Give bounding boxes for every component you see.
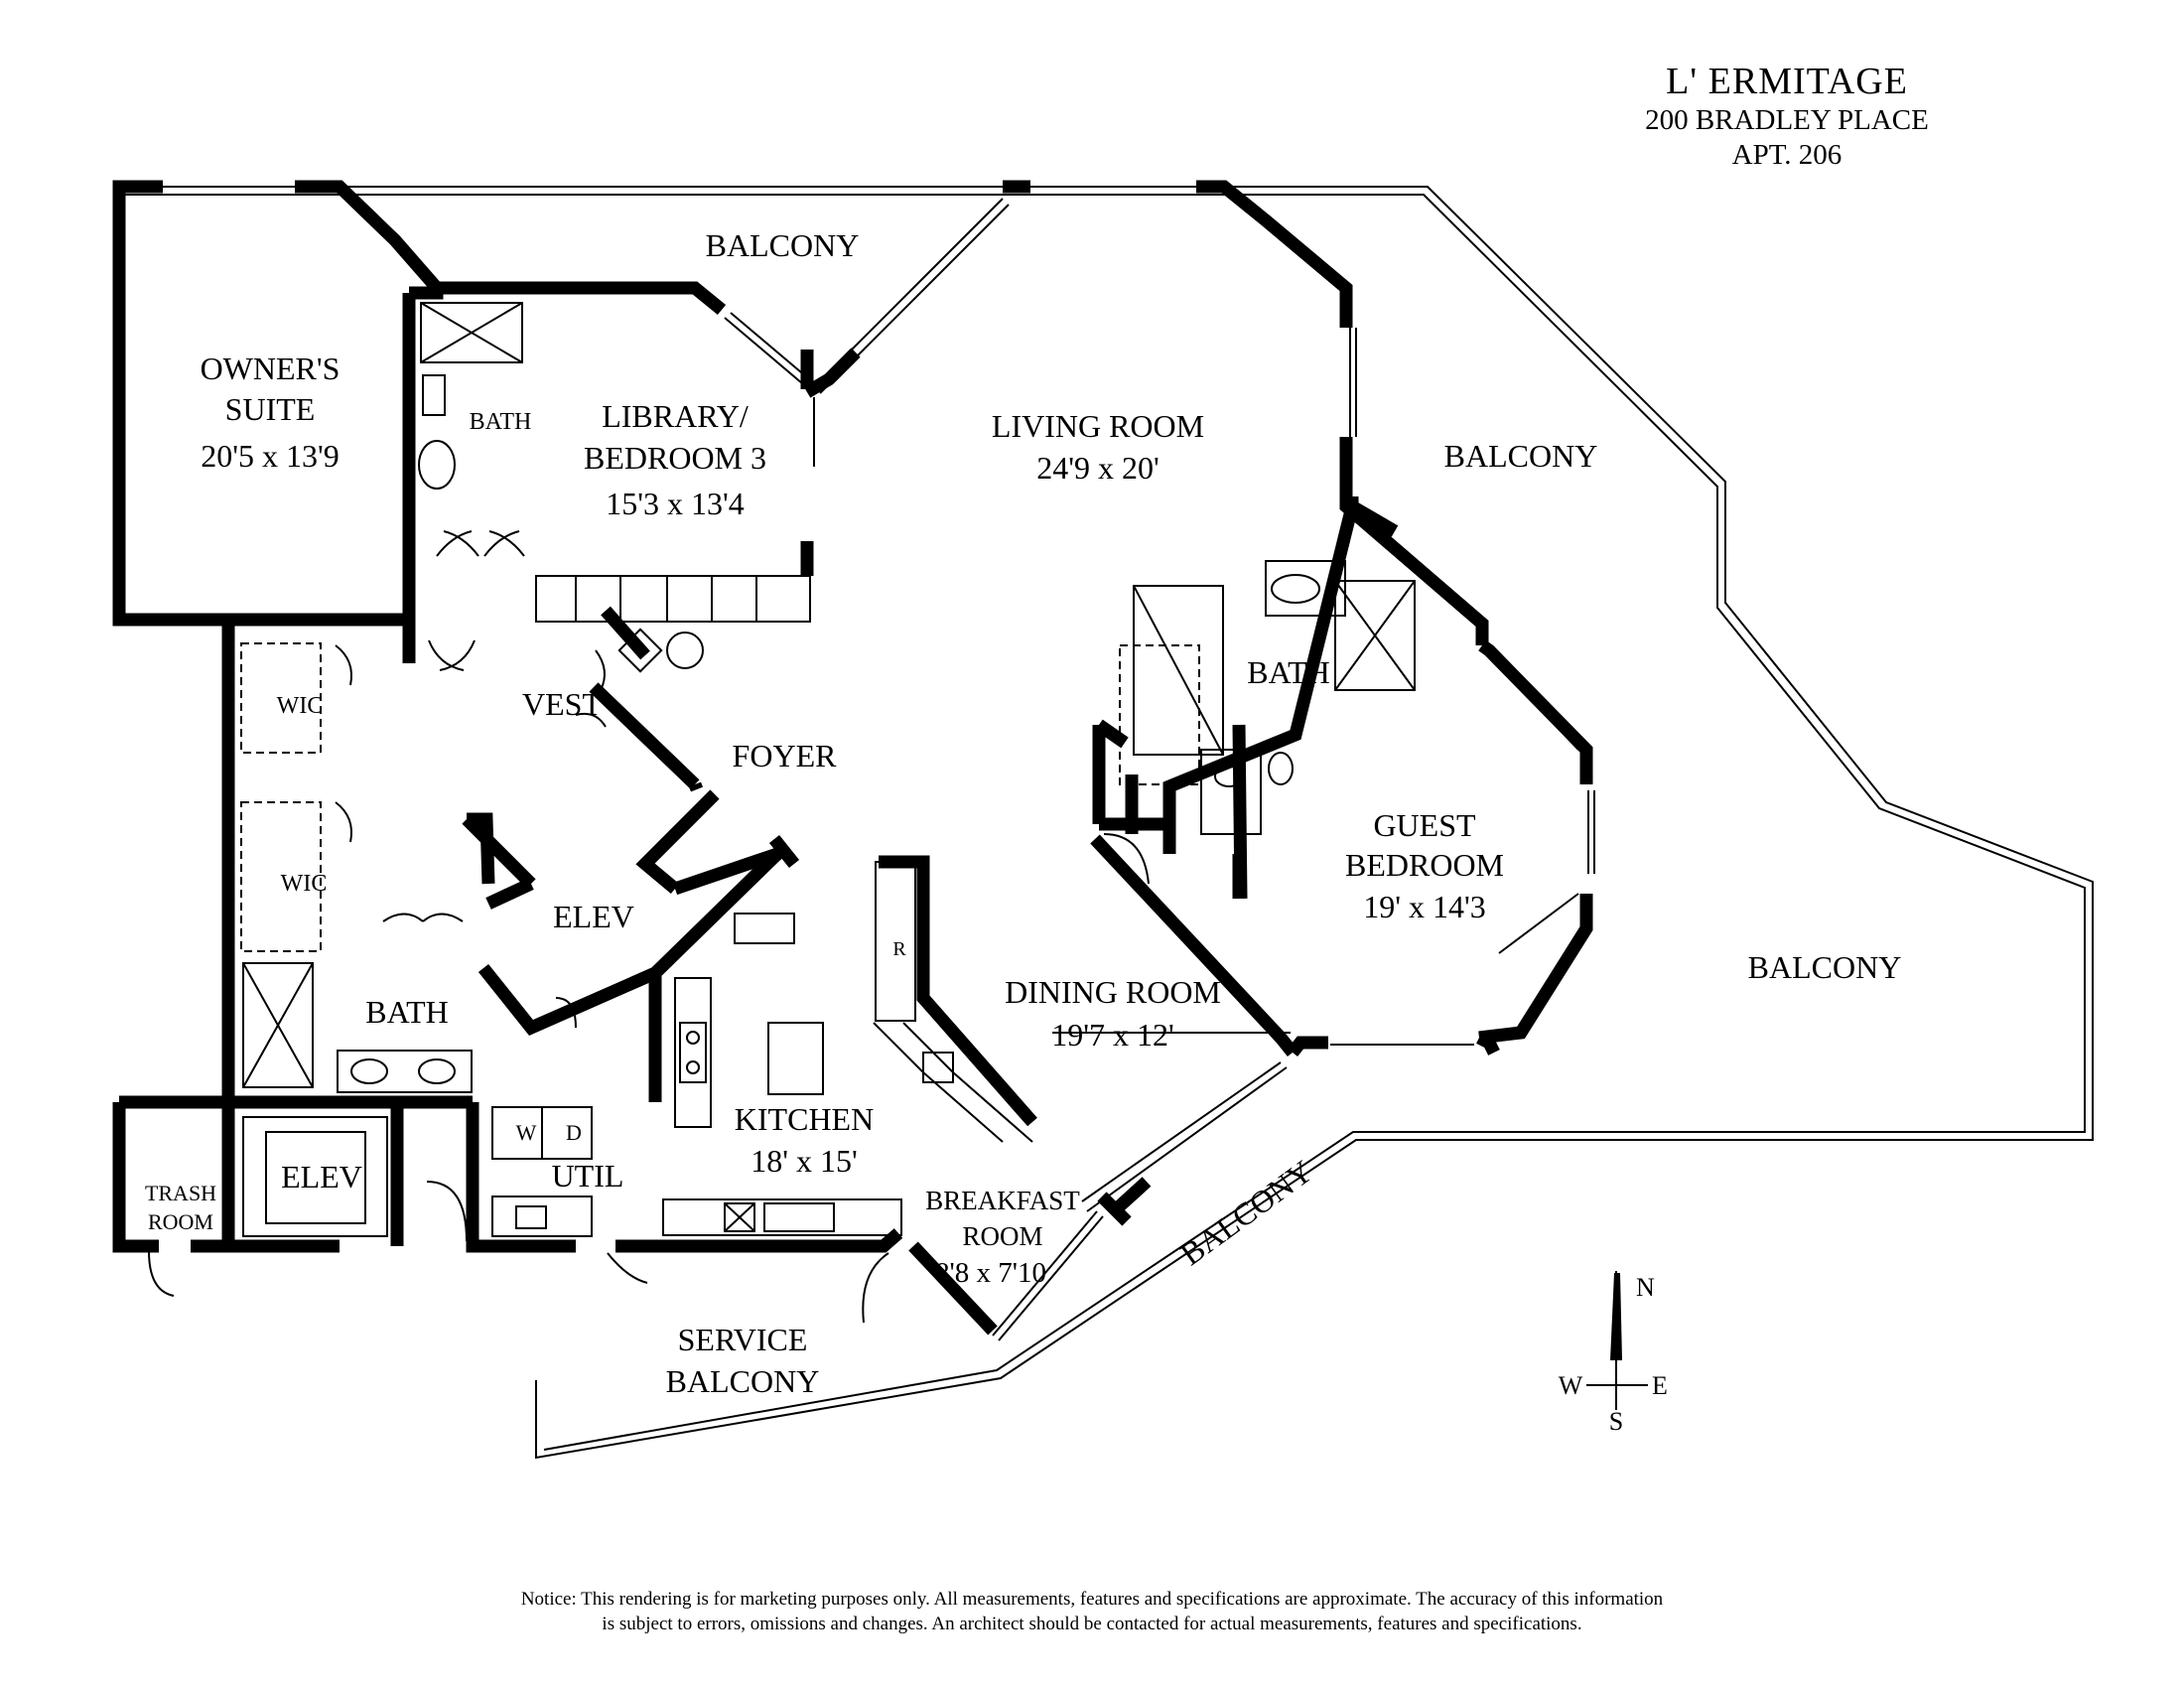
dryer-label: D: [566, 1120, 582, 1145]
owners-suite-size: 20'5 x 13'9: [201, 438, 340, 474]
wic-label-1: WIC: [277, 693, 324, 719]
compass-s: S: [1609, 1407, 1623, 1436]
breakfast-room-size: 8'8 x 7'10: [935, 1257, 1046, 1289]
owners-bath-label: BATH: [470, 409, 532, 435]
owners-suite-label-1: OWNER'S: [201, 351, 341, 386]
vest-label: VEST: [522, 686, 602, 722]
compass-rose: N S E W: [1559, 1271, 1668, 1436]
living-room-label: LIVING ROOM: [992, 408, 1204, 444]
elev-label-1: ELEV: [553, 899, 634, 934]
guest-bedroom-size: 19' x 14'3: [1363, 889, 1486, 924]
plan-header: L' ERMITAGE 200 BRADLEY PLACE APT. 206: [1539, 60, 2035, 173]
owners-suite-label-2: SUITE: [225, 391, 316, 427]
door-swings: [148, 530, 1150, 1324]
util-label: UTIL: [552, 1158, 624, 1194]
notice-line-2: is subject to errors, omissions and chan…: [602, 1614, 1582, 1634]
compass-n: N: [1636, 1273, 1655, 1302]
master-bath-label: BATH: [365, 994, 449, 1030]
balcony-label-east: BALCONY: [1444, 438, 1598, 474]
fixtures: [240, 186, 1595, 1341]
library-label-2: BEDROOM 3: [584, 440, 766, 476]
building-address: 200 BRADLEY PLACE: [1645, 104, 1929, 136]
elev-label-2: ELEV: [281, 1159, 362, 1195]
walls: [112, 180, 1593, 1336]
compass-e: E: [1652, 1371, 1668, 1400]
compass-w: W: [1559, 1371, 1583, 1400]
apartment-number: APT. 206: [1731, 139, 1843, 171]
balcony-label-north: BALCONY: [706, 227, 860, 263]
library-label-1: LIBRARY/: [602, 398, 749, 434]
guest-bedroom-label-1: GUEST: [1373, 807, 1476, 843]
building-name: L' ERMITAGE: [1666, 61, 1908, 102]
library-size: 15'3 x 13'4: [606, 486, 745, 521]
balcony-label-southeast: BALCONY: [1748, 949, 1902, 985]
dining-room-label: DINING ROOM: [1005, 974, 1221, 1010]
service-balcony-label-2: BALCONY: [666, 1363, 820, 1399]
kitchen-size: 18' x 15': [751, 1143, 858, 1179]
breakfast-room-label-2: ROOM: [962, 1221, 1042, 1251]
trash-room-label-1: TRASH: [145, 1181, 216, 1205]
notice-line-1: Notice: This rendering is for marketing …: [520, 1589, 1664, 1610]
guest-bedroom-label-2: BEDROOM: [1345, 847, 1504, 883]
service-balcony-label-1: SERVICE: [678, 1322, 808, 1357]
washer-label: W: [516, 1120, 537, 1145]
balcony-label-south: BALCONY: [1173, 1153, 1318, 1272]
kitchen-label: KITCHEN: [735, 1101, 874, 1137]
living-room-size: 24'9 x 20': [1036, 450, 1160, 486]
foyer-label: FOYER: [733, 738, 838, 774]
trash-room-label-2: ROOM: [148, 1209, 213, 1234]
dining-room-size: 19'7 x 12': [1051, 1017, 1174, 1053]
guest-bath-label: BATH: [1247, 654, 1330, 690]
breakfast-room-label-1: BREAKFAST: [925, 1186, 1080, 1215]
refrigerator-label: R: [892, 938, 906, 960]
balcony-outlines: [119, 186, 2094, 1460]
wic-label-2: WIC: [281, 871, 328, 897]
disclaimer-notice: Notice: This rendering is for marketing …: [298, 1587, 1886, 1636]
